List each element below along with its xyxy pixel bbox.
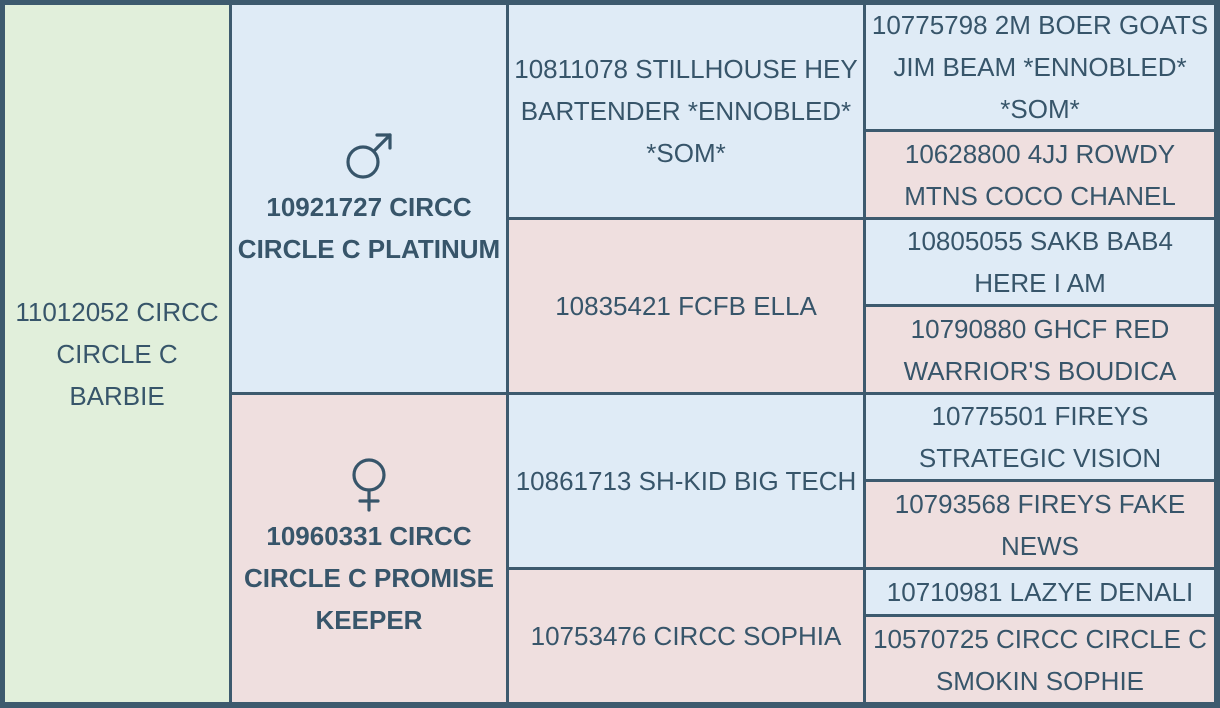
great-grandparent-1: 10775798 2M BOER GOATS JIM BEAM *ENNOBLE…: [866, 5, 1214, 129]
female-symbol-icon: [341, 457, 397, 513]
great-grandparent-7: 10710981 LAZYE DENALI: [866, 570, 1214, 614]
sire-cell: 10921727 CIRCC CIRCLE C PLATINUM: [232, 5, 506, 392]
grandparent-sire-sire: 10811078 STILLHOUSE HEY BARTENDER *ENNOB…: [509, 5, 863, 217]
great-grandparent-5: 10775501 FIREYS STRATEGIC VISION: [866, 395, 1214, 479]
grandparent-dam-sire: 10861713 SH-KID BIG TECH: [509, 395, 863, 567]
great-grandparent-6: 10793568 FIREYS FAKE NEWS: [866, 482, 1214, 567]
great-grandparent-3: 10805055 SAKB BAB4 HERE I AM: [866, 220, 1214, 304]
male-symbol-icon: [341, 128, 397, 184]
grandparent-sire-dam: 10835421 FCFB ELLA: [509, 220, 863, 392]
dam-cell: 10960331 CIRCC CIRCLE C PROMISE KEEPER: [232, 395, 506, 702]
sire-name: 10921727 CIRCC CIRCLE C PLATINUM: [237, 191, 501, 264]
dam-name: 10960331 CIRCC CIRCLE C PROMISE KEEPER: [244, 520, 494, 635]
grandparent-dam-dam: 10753476 CIRCC SOPHIA: [509, 570, 863, 702]
great-grandparent-8: 10570725 CIRCC CIRCLE C SMOKIN SOPHIE: [866, 617, 1214, 702]
great-grandparent-4: 10790880 GHCF RED WARRIOR'S BOUDICA: [866, 307, 1214, 392]
subject-cell: 11012052 CIRCC CIRCLE C BARBIE: [5, 5, 229, 702]
subject-name: 11012052 CIRCC CIRCLE C BARBIE: [15, 296, 219, 411]
great-grandparent-2: 10628800 4JJ ROWDY MTNS COCO CHANEL: [866, 132, 1214, 217]
